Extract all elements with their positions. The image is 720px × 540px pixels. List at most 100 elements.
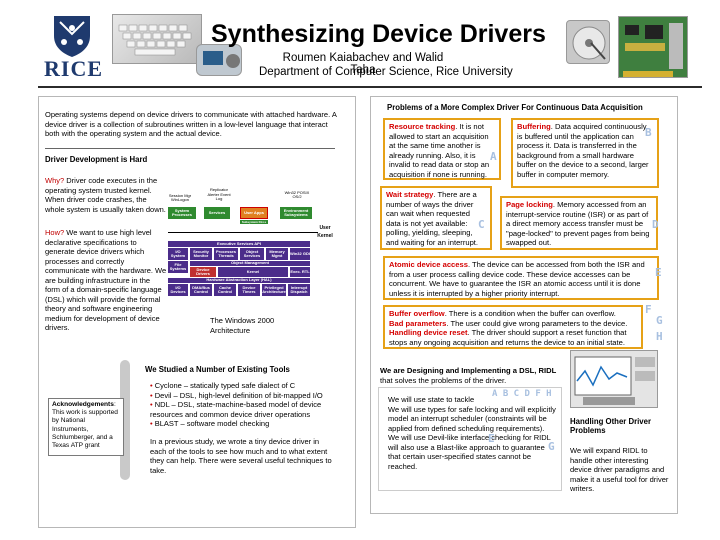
section-title-studied-tools: We Studied a Number of Existing Tools <box>145 365 290 374</box>
resource-text: . It is not allowed to start an acquisit… <box>389 122 490 179</box>
section-title-driver-hard: Driver Development is Hard <box>45 155 148 164</box>
buffering-text: . Data acquired continuously is buffered… <box>517 122 649 179</box>
wait-label: Wait strategy <box>386 190 434 199</box>
designing-title: We are Designing and Implementing a DSL,… <box>380 366 560 385</box>
deco-letter-h: H <box>656 330 663 343</box>
deco-letter-c: C <box>478 218 485 231</box>
designing-item: We will use state to tackle <box>388 395 475 404</box>
arch-services: Services <box>204 207 230 219</box>
bad-params-text: . The user could give wrong parameters t… <box>446 318 628 328</box>
deco-letter-g2: G <box>548 440 555 453</box>
tool-item: • BLAST – software model checking <box>150 419 270 428</box>
atomic-access-callout: Atomic device access. The device can be … <box>383 256 659 300</box>
header-divider <box>38 86 702 88</box>
arch-cache-control: Cache Control <box>214 284 236 296</box>
wait-strategy-callout: Wait strategy. There are a number of way… <box>380 186 492 250</box>
tool-item: • NDL – DSL, state-machine-based model o… <box>150 400 322 419</box>
acknowledgements-box: Acknowledgements: This work is supported… <box>48 398 124 456</box>
designing-list: We will use state to tackle We will use … <box>388 395 558 471</box>
arch-subsystem-dlls: Subsystem DLLs <box>240 219 268 224</box>
pci-card-photo <box>618 16 688 78</box>
bad-params-label: Bad parameters <box>389 318 447 328</box>
buffering-callout: Buffering. Data acquired continuously is… <box>511 118 659 188</box>
hard-drive-photo <box>566 20 610 64</box>
buffering-label: Buffering <box>517 122 551 131</box>
arch-win32-gdi: Win32 GDI <box>290 248 310 260</box>
ack-deco-bar <box>120 360 130 480</box>
reset-label: Handling device reset <box>389 328 468 338</box>
arch-session-mgr: Session Mgr WinLogon <box>168 192 192 202</box>
arch-privileged-arch: Privileged Architecture <box>262 284 286 296</box>
arch-interrupt-dispatch: Interrupt Dispatch <box>288 284 310 296</box>
overflow-label: Buffer overflow <box>389 309 445 318</box>
arch-device-drivers: Device Drivers <box>190 267 216 277</box>
arch-user-label: User <box>319 224 331 231</box>
why-text: Driver code executes in the operating sy… <box>45 176 166 214</box>
tool-item: • Cyclone – statically typed safe dialec… <box>150 381 296 390</box>
deco-letter-e2: E <box>488 432 495 445</box>
page-locking-callout: Page locking. Memory accessed from an in… <box>500 196 658 250</box>
designing-panel-border <box>378 387 562 491</box>
arch-env-subsystems: Environment Subsystems <box>280 207 312 219</box>
arch-exec-services-api: Executive Services API <box>168 241 310 247</box>
ack-text: This work is supported by National Instr… <box>52 409 118 450</box>
overflow-callout: Buffer overflow. There is a condition wh… <box>383 305 643 349</box>
reset-text: . The driver should support a reset func… <box>389 328 627 347</box>
designing-title-bold: We are Designing and Implementing a DSL,… <box>380 366 557 375</box>
arch-hal: Hardware Abstraction Layer (HAL) <box>168 278 310 283</box>
how-text: We want to use high level declarative sp… <box>45 228 167 332</box>
arch-user-apps: User Apps <box>240 207 268 219</box>
poster-title: Synthesizing Device Drivers <box>211 20 546 48</box>
arch-replicator: Replicator Alerter Event Log <box>207 187 231 202</box>
page-text: . Memory accessed from an interrupt-serv… <box>506 200 650 248</box>
arch-memory-mgmt: Memory Mgmt <box>266 248 288 260</box>
arch-dma-bus: DMA/Bus Control <box>190 284 212 296</box>
arch-kernel-label: Kernel <box>317 232 333 239</box>
designing-item: We will use types for safe locking and w… <box>388 404 556 433</box>
atomic-label: Atomic device access <box>389 260 468 269</box>
arch-file-systems: File Systems <box>168 261 188 273</box>
arch-security-monitor: Security Monitor <box>190 248 212 260</box>
keyboard-photo <box>112 14 202 64</box>
arch-device-timers: Device Timers <box>238 284 260 296</box>
tools-list: • Cyclone – statically typed safe dialec… <box>150 381 332 429</box>
tool-item: • Devil – DSL, high-level definition of … <box>150 390 323 400</box>
previous-study-text: In a previous study, we wrote a tiny dev… <box>150 437 332 475</box>
why-paragraph: Why? Driver code executes in the operati… <box>45 176 167 214</box>
rice-logo-text: RICE <box>44 56 104 81</box>
arch-object-services: Object Services <box>240 248 264 260</box>
intro-text: Operating systems depend on device drive… <box>45 110 337 138</box>
deco-letters-row: A B C D F H <box>492 389 552 399</box>
deco-letter-d: D <box>652 218 659 231</box>
ack-label: Acknowledgements <box>52 401 114 408</box>
wait-text: . There are a number of ways the driver … <box>386 190 479 247</box>
arch-kernel-block: Kernel <box>218 267 288 277</box>
how-label: How? <box>45 228 65 237</box>
resource-label: Resource tracking <box>389 122 456 131</box>
arch-io-devices: I/O Devices <box>168 284 188 296</box>
deco-letter-g: G <box>656 314 663 327</box>
designing-item: We will use Devil-like interface checkin… <box>388 433 551 471</box>
why-label: Why? <box>45 176 65 185</box>
atomic-text: . The device can be accessed from both t… <box>389 260 645 298</box>
architecture-caption: The Windows 2000 Architecture <box>210 316 275 335</box>
deco-letter-a: A <box>490 150 497 163</box>
designing-title-suffix: that solves the problems of the driver. <box>380 375 507 385</box>
arch-object-mgmt: Object Management <box>190 261 310 266</box>
arch-system-processes: System Processes <box>168 207 196 219</box>
page-label: Page locking <box>506 200 553 209</box>
how-paragraph: How? We want to use high level declarati… <box>45 228 167 333</box>
arch-exec-rtl: Exec. RTL <box>290 267 310 277</box>
left-panel <box>38 96 356 528</box>
problems-title: Problems of a More Complex Driver For Co… <box>387 103 643 112</box>
windows-2000-architecture-diagram: Session Mgr WinLogon Replicator Alerter … <box>166 185 334 300</box>
authors: Roumen Kaiabachev and Walid Taha <box>282 52 444 76</box>
deco-letter-b: B <box>645 126 652 139</box>
overflow-text: . There is a condition when the buffer c… <box>444 309 616 318</box>
resource-tracking-callout: Resource tracking. It is not allowed to … <box>383 118 501 180</box>
deco-letter-e: E <box>655 266 662 279</box>
instrument-screenshot <box>570 350 658 408</box>
mp3-player-photo <box>196 44 242 76</box>
arch-user-kernel-divider <box>168 232 318 233</box>
department: Department of Computer Science, Rice Uni… <box>259 66 513 78</box>
